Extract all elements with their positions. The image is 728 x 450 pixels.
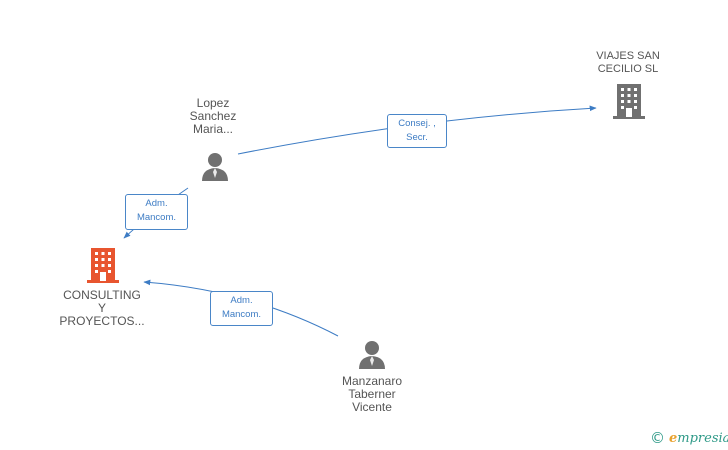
node-label-consulting: CONSULTING Y PROYECTOS... bbox=[59, 288, 145, 328]
building-icon[interactable] bbox=[87, 248, 119, 283]
brand-watermark: © empresia bbox=[650, 428, 728, 448]
node-label-manzanaro: Manzanaro Taberner Vicente bbox=[341, 374, 403, 414]
copyright-icon: © bbox=[650, 429, 665, 447]
node-label-lopez: Lopez Sanchez Maria... bbox=[189, 96, 237, 136]
person-icon[interactable] bbox=[200, 151, 230, 181]
edge-label-lopez-viajes[interactable]: Consej. , Secr. bbox=[387, 114, 447, 148]
brand-logo: empresia bbox=[669, 430, 728, 446]
edge-label-lopez-consulting[interactable]: Adm. Mancom. bbox=[125, 194, 188, 230]
building-icon[interactable] bbox=[613, 84, 645, 119]
edge-label-manzanaro-consulting[interactable]: Adm. Mancom. bbox=[210, 291, 273, 326]
node-label-viajes: VIAJES SAN CECILIO SL bbox=[596, 50, 660, 75]
person-icon[interactable] bbox=[357, 339, 387, 369]
